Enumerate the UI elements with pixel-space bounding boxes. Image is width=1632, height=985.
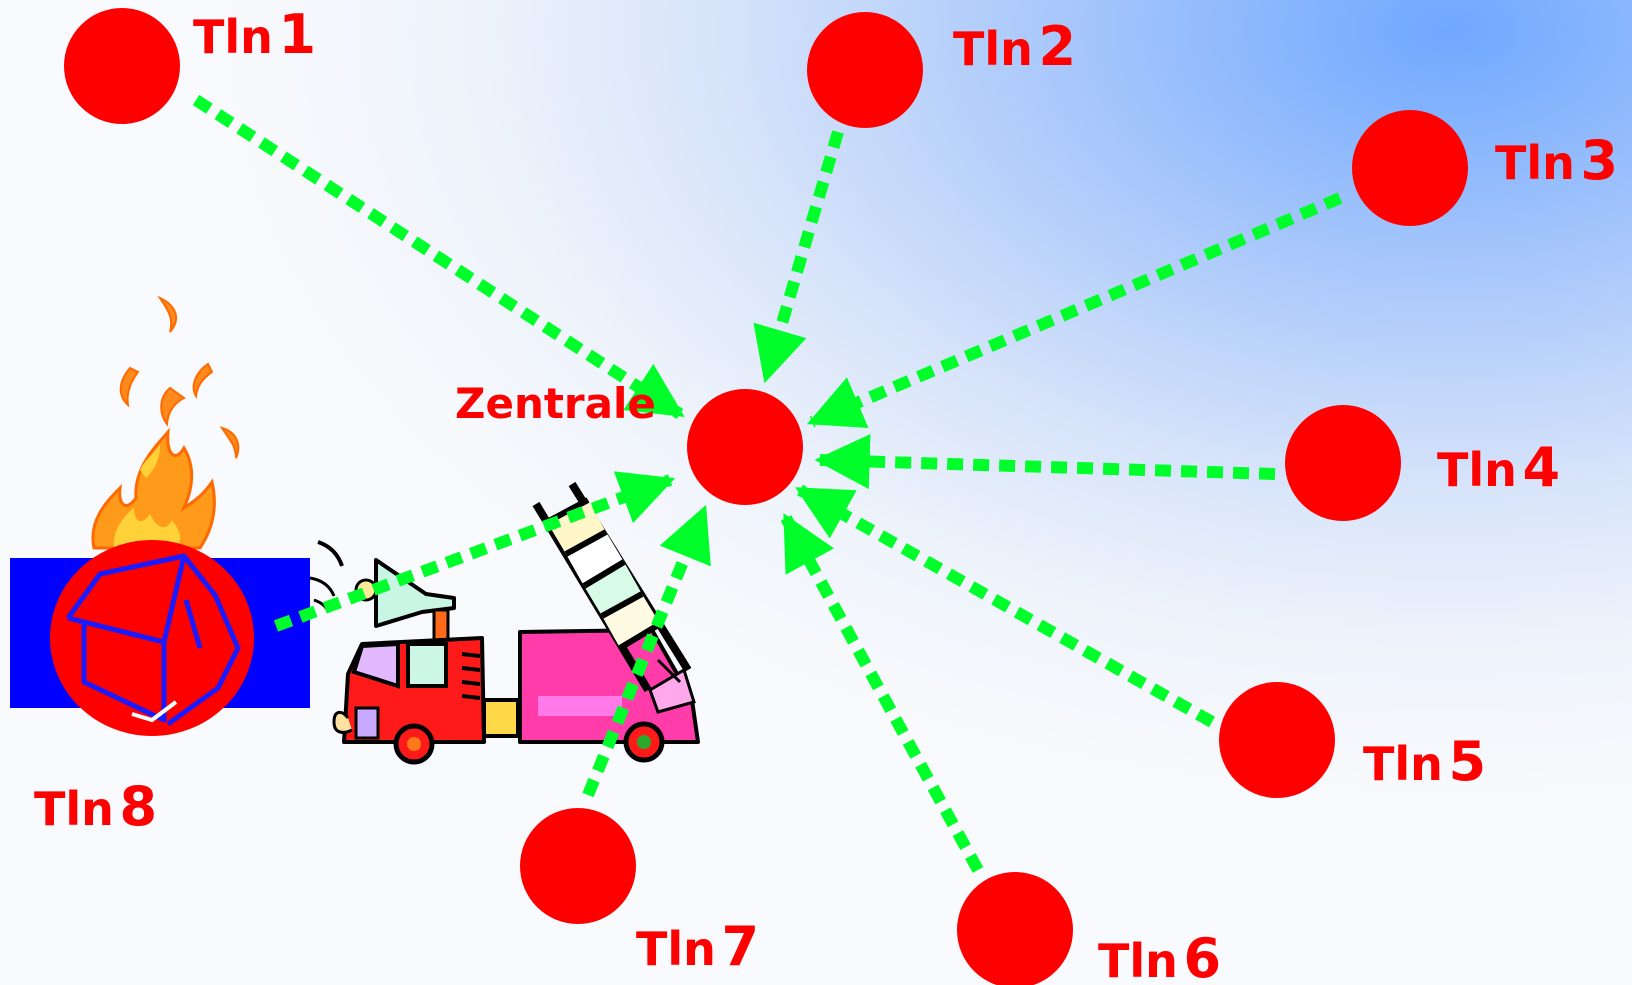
house-icon xyxy=(10,540,310,736)
label-tln-1: Tln 1 xyxy=(193,8,316,62)
arrow-tln-2 xyxy=(753,130,844,384)
label-tln-1-prefix: Tln xyxy=(193,10,273,64)
fire-truck-icon xyxy=(309,481,700,765)
node-tln-4 xyxy=(1285,405,1401,521)
fire-icon xyxy=(91,295,240,550)
label-tln-3-number: 3 xyxy=(1580,129,1619,192)
arrow-tln-1 xyxy=(192,94,685,420)
zentrale-label: Zentrale xyxy=(455,379,656,428)
arrow-tln-4 xyxy=(814,433,1276,490)
label-tln-6-number: 6 xyxy=(1183,927,1222,985)
nodes xyxy=(64,8,1468,985)
label-tln-2-prefix: Tln xyxy=(953,22,1033,76)
label-tln-8-number: 8 xyxy=(119,775,158,838)
label-tln-1-number: 1 xyxy=(278,3,317,66)
label-tln-7: Tln 7 xyxy=(636,920,759,974)
node-tln-6 xyxy=(957,872,1073,985)
label-tln-4-number: 4 xyxy=(1522,436,1561,499)
label-tln-6: Tln 6 xyxy=(1098,932,1221,985)
node-tln-3 xyxy=(1352,110,1468,226)
label-tln-2-number: 2 xyxy=(1038,15,1077,78)
label-tln-4: Tln 4 xyxy=(1437,441,1560,495)
node-tln-2 xyxy=(807,12,923,128)
arrow-tln-6 xyxy=(780,513,984,873)
node-tln-5 xyxy=(1219,682,1335,798)
node-tln-7 xyxy=(520,808,636,924)
node-zentrale xyxy=(687,389,803,505)
label-tln-2: Tln 2 xyxy=(953,20,1076,74)
arrow-tln-8 xyxy=(273,471,676,632)
arrow-tln-3 xyxy=(806,192,1343,429)
connection-arrows xyxy=(192,94,1343,873)
label-tln-3-prefix: Tln xyxy=(1495,136,1575,190)
label-tln-5-number: 5 xyxy=(1448,730,1487,793)
label-tln-5-prefix: Tln xyxy=(1363,737,1443,791)
label-tln-4-prefix: Tln xyxy=(1437,443,1517,497)
label-tln-5: Tln 5 xyxy=(1363,735,1486,789)
label-tln-7-prefix: Tln xyxy=(636,922,716,976)
label-tln-6-prefix: Tln xyxy=(1098,934,1178,985)
label-tln-8: Tln 8 xyxy=(34,780,157,834)
label-tln-7-number: 7 xyxy=(721,915,760,978)
label-tln-3: Tln 3 xyxy=(1495,134,1618,188)
arrow-tln-5 xyxy=(795,484,1215,728)
node-tln-1 xyxy=(64,8,180,124)
label-tln-8-prefix: Tln xyxy=(34,782,114,836)
